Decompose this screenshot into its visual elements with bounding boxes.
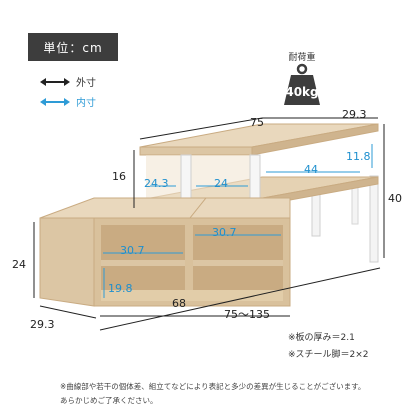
dim-lower-inner-width-a: 30.7 <box>120 244 145 257</box>
upper-top-side <box>251 123 379 156</box>
upper-inner-back <box>146 155 252 200</box>
note-board-thickness: ※板の厚み＝2.1 <box>288 333 355 343</box>
dim-upper-inner-height: 11.8 <box>346 150 371 163</box>
dim-top-width: 75 <box>250 116 264 129</box>
dim-top-depth: 29.3 <box>342 108 367 121</box>
dim-lower-depth: 29.3 <box>30 318 55 331</box>
dim-upper-inner-width-a: 24 <box>214 177 228 190</box>
outer-dimension-lines <box>33 117 385 331</box>
unit-badge: 単位：cm <box>28 33 118 61</box>
steel-leg <box>369 175 379 263</box>
footnote-line1: ※曲線部や若干の個体差、組立てなどにより表記と多少の差異が生じることがございます… <box>60 382 366 391</box>
lower-left-side <box>39 217 95 307</box>
dim-lower-width: 68 <box>172 297 186 310</box>
load-caption: 耐荷重 <box>288 53 316 63</box>
weight-icon: 40kg <box>284 63 320 105</box>
lower-shelf-board <box>193 260 283 266</box>
legend-outer: 外寸 <box>40 74 96 89</box>
legend-inner: 内寸 <box>40 94 96 109</box>
dim-upper-inner-depth: 24.3 <box>144 177 169 190</box>
steel-leg <box>351 183 359 225</box>
dim-lower-height: 24 <box>12 258 26 271</box>
legend-outer-label: 外寸 <box>76 78 96 89</box>
dim-total-height: 40 <box>388 192 402 205</box>
load-value: 40kg <box>285 85 318 99</box>
double-arrow-icon <box>40 97 70 106</box>
dim-upper-height: 16 <box>112 170 126 183</box>
legend-inner-label: 内寸 <box>76 98 96 109</box>
dim-lower-inner-width-b: 30.7 <box>212 226 237 239</box>
dim-extended-width: 75〜135 <box>224 308 270 321</box>
upper-top-edge <box>139 146 253 156</box>
lower-top-panel-right <box>188 197 291 219</box>
lower-shelf-board <box>101 260 185 266</box>
footnote-line2: あらかじめご了承ください。 <box>60 396 158 405</box>
double-arrow-icon <box>40 77 70 86</box>
dim-upper-inner-width-b: 44 <box>304 163 318 176</box>
note-steel-leg: ※スチール脚＝2×2 <box>288 350 369 360</box>
lower-top-panel <box>39 197 208 219</box>
load-capacity: 耐荷重 40kg <box>282 50 322 111</box>
lower-bottom-board <box>101 290 283 301</box>
dim-lower-inner-height: 19.8 <box>108 282 133 295</box>
inner-dimension-lines <box>103 144 373 298</box>
